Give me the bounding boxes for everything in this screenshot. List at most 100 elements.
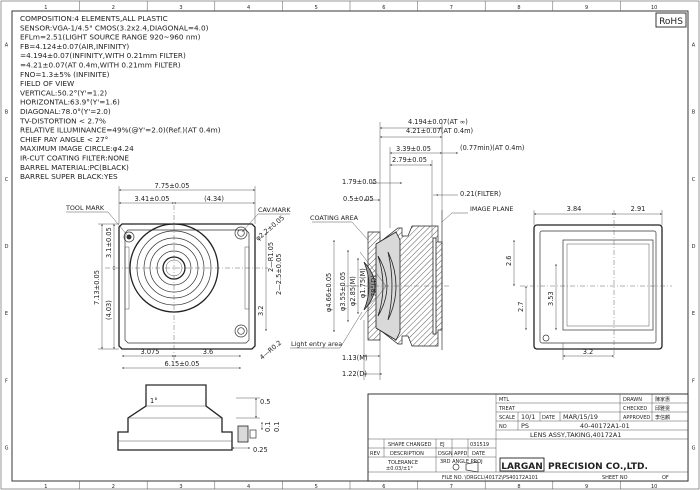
- frame-tick-bottom: 1: [44, 484, 47, 490]
- col-date: DATE: [472, 451, 485, 457]
- dim-width-left: 3.41±0.05: [135, 195, 170, 203]
- spec-line: EFLm=2.51(LIGHT SOURCE RANGE 920~960 nm): [20, 33, 201, 42]
- frame-tick-top: 10: [651, 5, 657, 11]
- spec-line: CHIEF RAY ANGLE < 27°: [20, 135, 108, 144]
- col-dsgn: DSGN: [438, 451, 453, 457]
- tool-mark-label: TOOL MARK: [65, 204, 105, 212]
- frame-letter-left: D: [5, 244, 9, 250]
- spec-line: =4.21±0.07(AT 0.4m,WITH 0.21mm FILTER): [20, 61, 181, 70]
- approved-stamp: 李信麟: [655, 414, 670, 421]
- dim-width-total: 7.75±0.05: [155, 182, 190, 190]
- frame-letter-right: C: [692, 177, 696, 183]
- dim-hole-dia: φ2.2±0.05: [254, 214, 286, 243]
- detail-d025: 0.25: [253, 446, 268, 454]
- frame-letter-left: F: [5, 378, 8, 384]
- checked-stamp: 邱雅雯: [655, 405, 670, 412]
- frame-tick-bottom: 9: [585, 484, 588, 490]
- image-plane-label: IMAGE PLANE: [470, 205, 513, 213]
- frame-tick-top: 3: [179, 5, 182, 11]
- spec-line: TV-DISTORTION < 2.7%: [19, 116, 106, 125]
- rev-label: REV: [370, 451, 381, 457]
- drawn-label: DRAWN: [623, 397, 642, 403]
- frame-tick-bottom: 8: [517, 484, 520, 490]
- dim-339: 3.39±0.05: [396, 145, 431, 153]
- back-view: 3.84 2.91 2.6 2.7 3.53 3.2: [505, 205, 672, 360]
- dim-slot-width: 2—2.5±0.05: [275, 254, 283, 295]
- rev-change-date: 031519: [470, 442, 489, 448]
- spec-line: COMPOSITION:4 ELEMENTS,ALL PLASTIC: [20, 14, 168, 23]
- light-entry-label: Light entry area: [291, 340, 342, 348]
- frame-letter-right: B: [692, 110, 696, 116]
- dim-05: 0.5±0.05: [343, 195, 374, 203]
- dim-113: 1.13(M): [342, 354, 368, 362]
- spec-line: BARREL MATERIAL:PC(BLACK): [20, 163, 129, 172]
- spec-line: MAXIMUM IMAGE CIRCLE:φ4.24: [20, 144, 134, 153]
- frame-letter-right: E: [692, 311, 695, 317]
- frame-letter-right: G: [692, 445, 696, 451]
- side-section-view: φ4.66±0.05 φ3.55±0.05 φ2.85(M) φ1.75(M) …: [290, 118, 524, 380]
- dim-179: 1.79±0.05: [342, 178, 377, 186]
- dim-width-right: (4.34): [204, 195, 224, 203]
- frame-letter-right: A: [692, 43, 696, 49]
- rev-change-by: EJ: [440, 442, 445, 448]
- drawing-title: LENS ASSY,TAKING,40172A1: [530, 431, 621, 439]
- dim-back-26: 2.6: [505, 256, 513, 267]
- dim-filter: 0.21(FILTER): [460, 190, 501, 198]
- of-label: OF: [662, 475, 669, 481]
- dim-height-total: 7.13±0.05: [93, 270, 101, 305]
- detail-d01a: 0.1: [264, 422, 272, 433]
- frame-tick-bottom: 5: [315, 484, 318, 490]
- frame-tick-bottom: 3: [179, 484, 182, 490]
- dim-077-min: (0.77min)(AT 0.4m): [460, 144, 524, 152]
- dim-fb-infinity: 4.194±0.07(AT ∞): [408, 118, 468, 126]
- frame-tick-top: 9: [585, 5, 588, 11]
- spec-line: HORIZONTAL:63.9°(Y'=1.6): [20, 98, 120, 107]
- frame-tick-bottom: 7: [450, 484, 453, 490]
- approved-label: APPROVED: [623, 415, 650, 421]
- frame-letter-right: D: [692, 244, 696, 250]
- dim-dia-285: φ2.85(M): [349, 276, 357, 306]
- date-label: DATE: [542, 415, 555, 421]
- part-number: 40-40172A1-01: [580, 422, 630, 430]
- dim-back-353: 3.53: [547, 291, 555, 306]
- scale-label: SCALE: [499, 415, 515, 421]
- frame-tick-bottom: 6: [382, 484, 385, 490]
- frame-letter-left: B: [5, 110, 9, 116]
- frame-letter-left: G: [5, 445, 9, 451]
- rohs-label: RoHS: [659, 17, 683, 27]
- spec-line: =4.194±0.07(INFINITY,WITH 0.21mm FILTER): [20, 51, 186, 60]
- col-description: DESCRIPTION: [390, 451, 424, 457]
- detail-d01b: 0.1: [273, 422, 281, 433]
- treat-label: TREAT: [498, 406, 516, 412]
- sheet-no-label: SHEET NO: [602, 475, 628, 481]
- spec-line: SENSOR:VGA-1/4.5" CMOS(3.2x2.4,DIAGONAL=…: [20, 23, 209, 32]
- frame-tick-top: 8: [517, 5, 520, 11]
- company-logo: LARGAN: [501, 462, 543, 472]
- frame-letter-left: C: [5, 177, 9, 183]
- dim-bottom-left: 3.075: [141, 348, 160, 356]
- dim-dia-466: φ4.66±0.05: [325, 273, 333, 312]
- cav-mark-label: CAV.MARK: [258, 206, 291, 214]
- projection-symbol: [452, 461, 479, 473]
- tolerance-value: ±0.03/±1°: [386, 466, 413, 472]
- coating-area-label: COATING AREA: [310, 214, 359, 222]
- dim-back-27: 2.7: [517, 302, 525, 313]
- tolerance-label: TOLERANCE: [387, 460, 418, 466]
- frame-tick-top: 7: [450, 5, 453, 11]
- date-value: MAR/15/19: [563, 413, 598, 421]
- third-angle-label: 3RD ANGLE PROJ: [440, 459, 483, 465]
- checked-label: CHECKED: [623, 406, 647, 412]
- detail-angle: 1°: [150, 397, 158, 405]
- dim-back-32: 3.2: [583, 348, 594, 356]
- spec-list: COMPOSITION:4 ELEMENTS,ALL PLASTICSENSOR…: [19, 14, 221, 181]
- scale-value: 10/1: [521, 413, 535, 421]
- dim-bottom-total: 6.15±0.05: [165, 360, 200, 368]
- dim-back-291: 2.91: [631, 205, 646, 213]
- dim-122: 1.22(D): [342, 370, 367, 378]
- frame-tick-top: 4: [247, 5, 250, 11]
- spec-line: FNO=1.3±5% (INFINITE): [20, 70, 110, 79]
- dim-279: 2.79±0.05: [392, 156, 427, 164]
- frame-letter-right: F: [692, 378, 695, 384]
